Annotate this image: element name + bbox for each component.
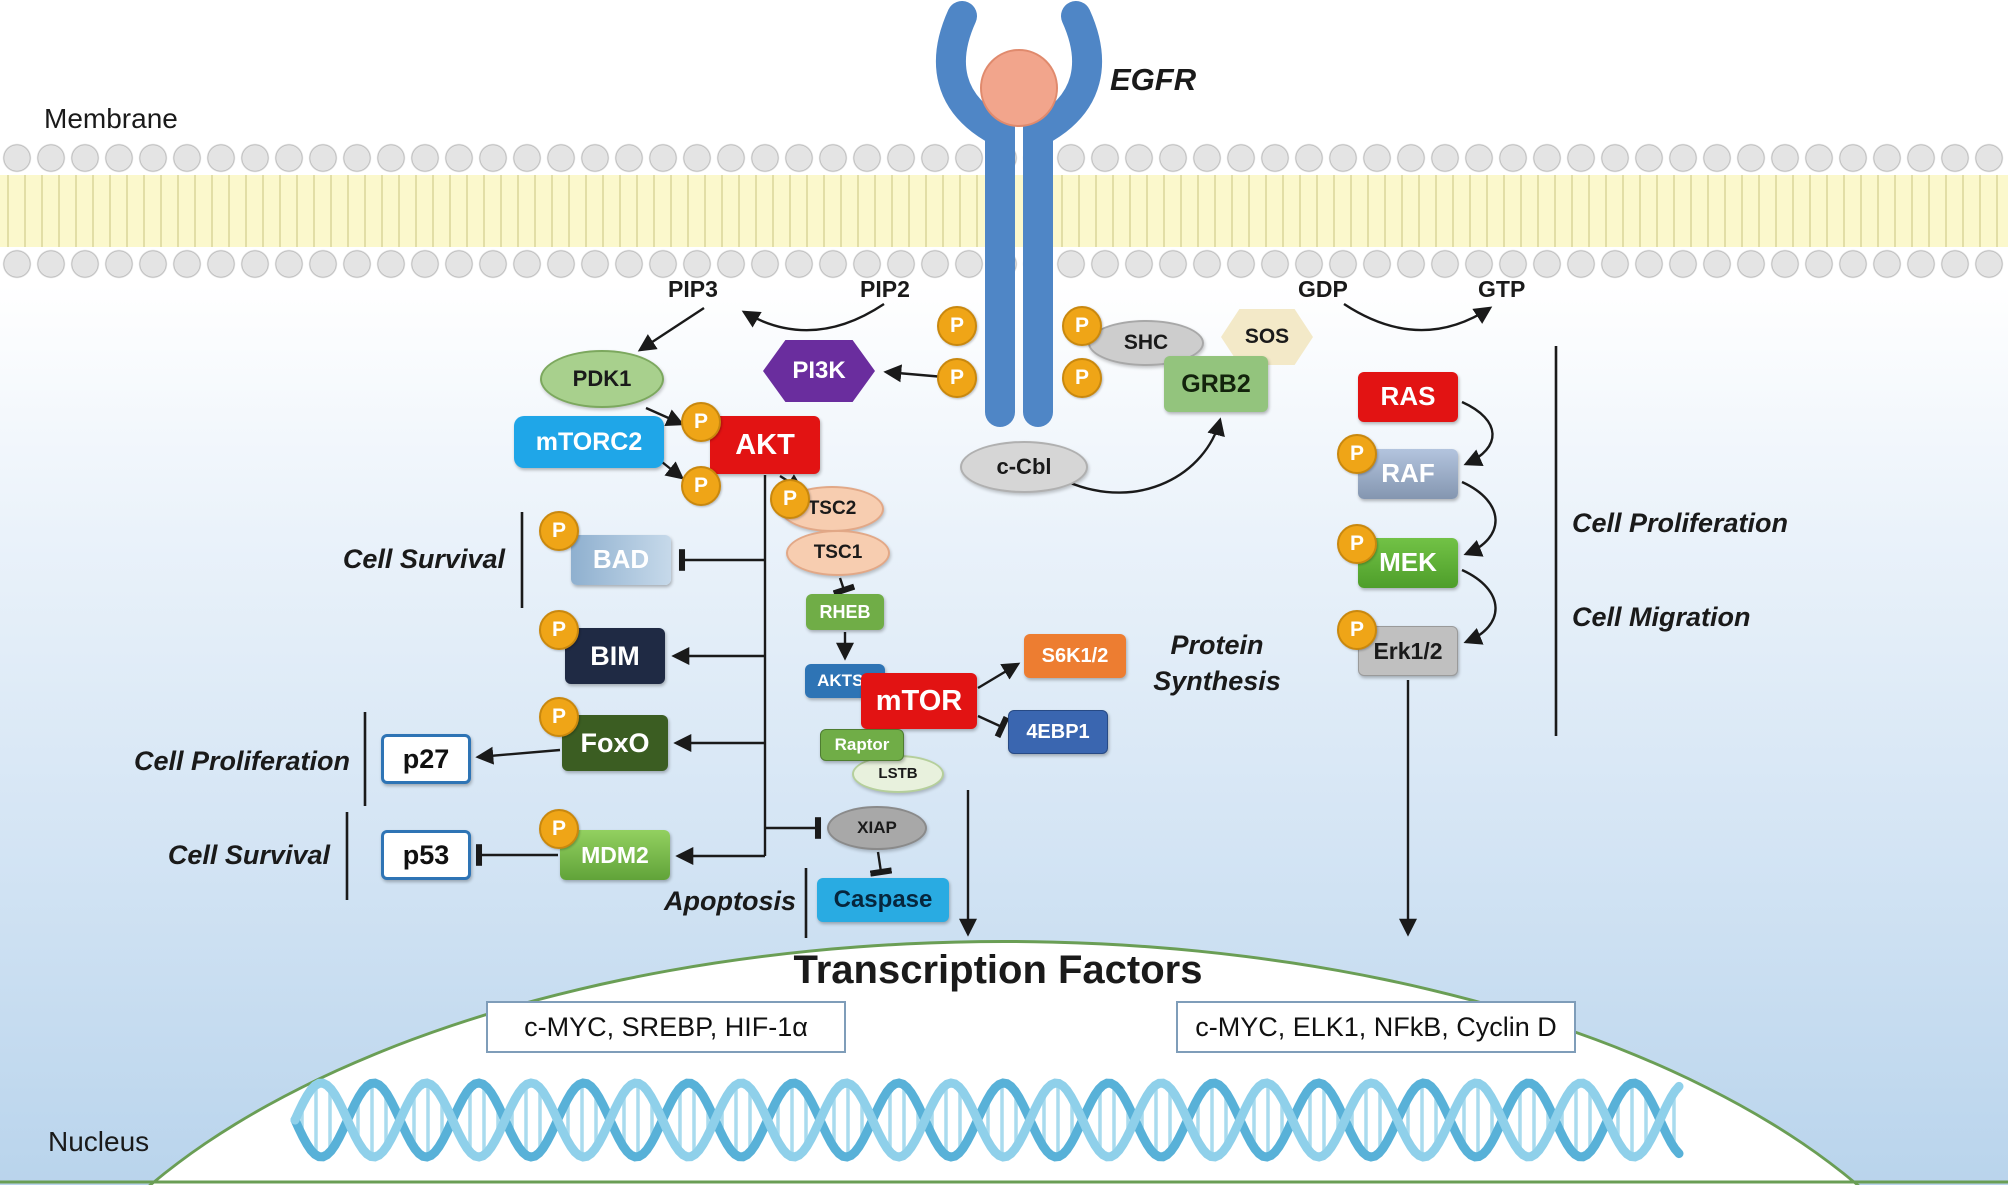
node-mtorc2: mTORC2 bbox=[514, 416, 664, 468]
arrow-pip3-to-pdk1 bbox=[637, 306, 705, 352]
node-tsc1: TSC1 bbox=[786, 530, 890, 576]
arrow-mek-to-erk bbox=[1461, 568, 1497, 645]
node-s6k12: S6K1/2 bbox=[1024, 634, 1126, 678]
node-caspase: Caspase bbox=[817, 878, 949, 922]
membrane-label: Membrane bbox=[44, 103, 178, 134]
transcription-factors-title: Transcription Factors bbox=[793, 948, 1203, 992]
arrow-gdp-to-gtp bbox=[1343, 302, 1493, 332]
phospho-badge-tsc2: P bbox=[770, 479, 810, 519]
node-ccbl: c-Cbl bbox=[960, 441, 1088, 493]
phospho-badge-egfr-right-lower: P bbox=[1062, 358, 1102, 398]
phospho-badge-akt-lower: P bbox=[681, 466, 721, 506]
arrow-ccbl-to-grb2 bbox=[1067, 417, 1225, 494]
node-4ebp1: 4EBP1 bbox=[1008, 710, 1108, 754]
cell-proliferation-left-label: Cell Proliferation bbox=[133, 746, 350, 776]
nucleus-label: Nucleus bbox=[48, 1126, 150, 1157]
phospho-badge-bad: P bbox=[539, 511, 579, 551]
phospho-badge-mdm2: P bbox=[539, 809, 579, 849]
egfr-receptor bbox=[936, 1, 1102, 427]
cell-survival-bottom-label: Cell Survival bbox=[167, 840, 330, 870]
egf-ligand bbox=[980, 49, 1058, 127]
arrow-mtorc2-to-akt bbox=[661, 461, 685, 480]
signal-arrows bbox=[475, 302, 1497, 937]
inhibit-mtor-4ebp1 bbox=[977, 714, 1010, 739]
cell-survival-top-label: Cell Survival bbox=[342, 544, 505, 574]
phospho-badge-egfr-left-lower: P bbox=[937, 358, 977, 398]
node-pdk1: PDK1 bbox=[540, 350, 664, 408]
arrow-mtor-s6k bbox=[977, 662, 1021, 690]
protein-synthesis-label-line2: Synthesis bbox=[1153, 666, 1281, 696]
node-bad: BAD bbox=[571, 535, 671, 585]
phospho-badge-egfr-left-upper: P bbox=[937, 306, 977, 346]
node-p53: p53 bbox=[381, 830, 471, 880]
pip3-label: PIP3 bbox=[668, 276, 718, 302]
apoptosis-label: Apoptosis bbox=[664, 886, 796, 916]
dna-helix bbox=[290, 1078, 1684, 1162]
pip2-label: PIP2 bbox=[860, 276, 910, 302]
node-grb2: GRB2 bbox=[1164, 356, 1268, 412]
node-mdm2: MDM2 bbox=[560, 830, 670, 880]
cell-proliferation-right-label: Cell Proliferation bbox=[1572, 508, 1789, 538]
egfr-label: EGFR bbox=[1110, 62, 1197, 97]
arrow-raf-to-mek bbox=[1461, 480, 1497, 557]
arrow-pip2-to-pip3 bbox=[741, 303, 885, 332]
arrow-foxo-p27 bbox=[475, 746, 561, 765]
phospho-badge-raf: P bbox=[1337, 434, 1377, 474]
phospho-badge-foxo: P bbox=[539, 697, 579, 737]
arrow-egfr-to-pi3k bbox=[883, 364, 945, 383]
protein-synthesis-label-line1: Protein bbox=[1170, 630, 1264, 660]
gtp-label: GTP bbox=[1478, 276, 1526, 302]
phospho-badge-erk: P bbox=[1337, 610, 1377, 650]
phospho-badge-egfr-right-upper: P bbox=[1062, 306, 1102, 346]
node-mtor: mTOR bbox=[861, 673, 977, 729]
node-foxo: FoxO bbox=[562, 715, 668, 771]
node-rheb: RHEB bbox=[806, 594, 884, 630]
inhibit-xiap-caspase bbox=[869, 851, 893, 877]
cell-migration-label: Cell Migration bbox=[1572, 602, 1751, 632]
egfr-right-arm bbox=[1023, 1, 1102, 427]
phospho-badge-mek: P bbox=[1337, 524, 1377, 564]
node-sos: SOS bbox=[1221, 309, 1313, 365]
inhibit-tsc1-rheb bbox=[832, 577, 856, 597]
phospho-badge-bim: P bbox=[539, 610, 579, 650]
node-p27: p27 bbox=[381, 734, 471, 784]
node-bim: BIM bbox=[565, 628, 665, 684]
node-pi3k: PI3K bbox=[763, 340, 875, 402]
egfr-left-arm bbox=[936, 1, 1015, 427]
node-ras: RAS bbox=[1358, 372, 1458, 422]
phospho-badge-akt-upper: P bbox=[681, 402, 721, 442]
tf-box-left: c-MYC, SREBP, HIF-1α bbox=[486, 1001, 846, 1053]
node-akt: AKT bbox=[710, 416, 820, 474]
gdp-label: GDP bbox=[1298, 276, 1348, 302]
bracket-bars bbox=[345, 346, 1558, 938]
arrow-pdk1-to-akt bbox=[645, 406, 685, 427]
tf-box-right: c-MYC, ELK1, NFkB, Cyclin D bbox=[1176, 1001, 1576, 1053]
node-raptor: Raptor bbox=[820, 729, 904, 761]
node-xiap: XIAP bbox=[827, 806, 927, 850]
arrow-ras-to-raf bbox=[1461, 400, 1494, 466]
node-lstb: LSTB bbox=[852, 755, 944, 793]
